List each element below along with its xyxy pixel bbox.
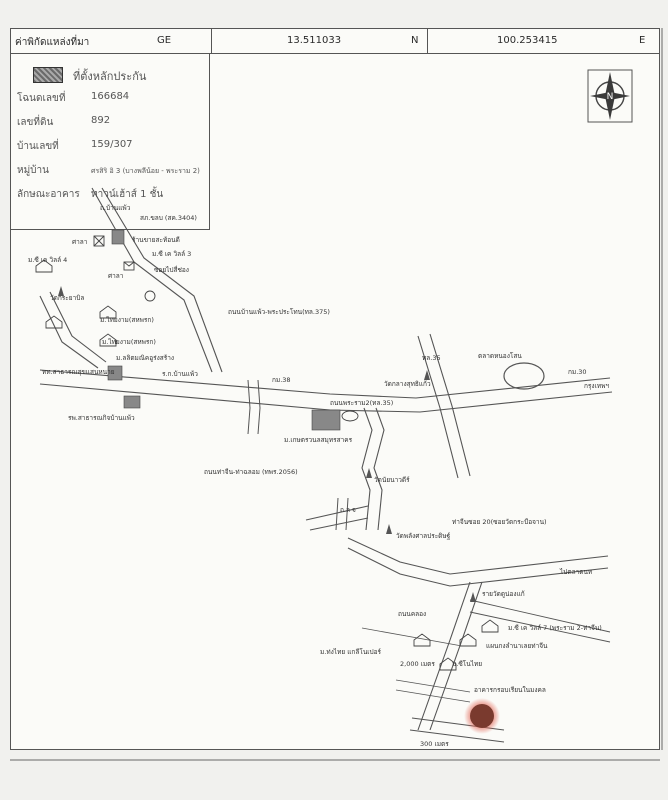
label-temple-mid: วัดกลางสุทธิแก้ว: [384, 380, 431, 388]
label-target: อาคารกรอบเรียนในมงคล: [474, 686, 546, 694]
land-label: เลขที่ดิน: [17, 117, 54, 128]
label-road-top: ถ.บ้านแพ้ว: [100, 204, 131, 212]
legend-label: ที่ตั้งหลักประกัน: [73, 70, 147, 83]
longitude-value: 100.253415: [497, 35, 558, 46]
collateral-location-marker: [470, 704, 494, 728]
longitude-direction: E: [639, 35, 646, 46]
latitude-direction: N: [411, 35, 419, 46]
house-label: บ้านเลขที่: [17, 141, 59, 152]
collateral-legend-swatch: [33, 67, 63, 83]
page-frame: [10, 28, 663, 761]
label-soi20: ท่าจีนซอย 20(ซอยวัดกระบือจาน): [452, 518, 547, 526]
label-to-market: ไปตลาดนท: [559, 568, 592, 576]
property-info-box: ที่ตั้งหลักประกัน โฉนดเลขที่ 166684 เลขท…: [11, 53, 210, 230]
label-village-kc3: ม.ซี เค วิลล์ 3: [152, 250, 191, 258]
label-police: สภ.ขลบ (สค.3404): [140, 214, 197, 222]
coordinate-source-label: ค่าพิกัดแหล่งที่มา: [15, 37, 90, 48]
label-sala: ศาลา: [72, 238, 88, 246]
label-road-connect: ถนนบ้านแพ้ว-พระประโทน(ทล.375): [228, 308, 330, 316]
label-km30: กม.30: [568, 368, 587, 376]
label-dist2: 300 เมตร: [420, 740, 449, 748]
market-oval: [503, 362, 545, 390]
label-temple-b: วัดนัยนาวดีร์: [374, 476, 410, 484]
deed-number: 166684: [91, 91, 130, 102]
label-branch: ร.ก.บ้านแพ้ว: [162, 370, 198, 378]
label-dist1: 2,000 เมตร: [400, 660, 435, 668]
coordinate-row: ค่าพิกัดแหล่งที่มา GE 13.511033 N 100.25…: [11, 29, 659, 54]
label-village-p1: ม.ไทยงาม(สหพรก): [100, 316, 154, 324]
label-sala2: ศาลา: [108, 272, 124, 280]
label-shop: ร้านขายสะท้อนดี: [132, 236, 180, 244]
label-village-kc7: ม.ซี เค วิลล์ 7 (พระราม 2-ท่าจีน): [508, 624, 602, 632]
label-bangkok: กรุงเทพฯ: [584, 382, 609, 390]
building-value: ทาวน์เฮ้าส์ 1 ชั้น: [91, 189, 164, 200]
label-temple-c: วัดพลังศาลประดิษฐ์: [396, 532, 451, 540]
label-village-ki: ม.ซีโนไทย: [452, 660, 482, 668]
label-road-south: ถนนท่าจีน-ท่าฉลอม (ทพร.2056): [204, 468, 298, 476]
label-hospital2: แผนกงลำนาเลยท่าจีน: [486, 642, 548, 650]
latitude-value: 13.511033: [287, 35, 342, 46]
north-arrow-icon: N: [587, 69, 633, 123]
label-temple-left: วัดกระยาบิล: [50, 294, 84, 302]
road-crossings: [247, 379, 349, 531]
label-village-p2: ม.ไทยงาม(สหพรก): [102, 338, 156, 346]
village-label: หมู่บ้าน: [17, 165, 49, 176]
label-village-lee: ม.ท่งไทย แกลีโนเปอร์: [320, 648, 382, 656]
temple-icons: [58, 286, 476, 602]
label-school: รพ.สาธารณกิจบ้านแพ้ว: [68, 414, 135, 422]
land-number: 892: [91, 115, 111, 126]
building-label: ลักษณะอาคาร: [17, 189, 80, 200]
label-road-k: ถ.ล จ: [340, 506, 356, 514]
datum-value: GE: [157, 35, 172, 46]
roads: [39, 187, 613, 743]
label-highway: ทล.35: [422, 354, 441, 362]
misc-icons: [93, 235, 359, 422]
label-road-km: กม.38: [272, 376, 291, 384]
svg-text:N: N: [607, 92, 614, 102]
label-temple-d: รายวัดดูน่องแก้: [482, 590, 525, 598]
label-hospital: ทท.สาธารณสุขแสนหนาย: [42, 368, 115, 376]
deed-label: โฉนดเลขที่: [17, 93, 66, 104]
village-icons: [35, 259, 499, 671]
label-post: ซอยไปสี่ช่อง: [154, 265, 189, 274]
label-road-main: ถนนพระราม2(ทล.35): [330, 399, 393, 407]
label-village-kc4: ม.ซี เค วิลล์ 4: [28, 256, 67, 264]
building-icons: [107, 229, 341, 431]
map-sheet: ค่าพิกัดแหล่งที่มา GE 13.511033 N 100.25…: [10, 28, 660, 750]
label-village-p3: ม.ลลิตมณิคอูร่งสร้าง: [116, 354, 174, 362]
village-value: ศรสิริ อิ 3 (บางพลีน้อย - พระราม 2): [91, 167, 200, 175]
house-number: 159/307: [91, 139, 133, 150]
label-road-canal: ถนนคลอง: [398, 610, 426, 618]
label-estate: ม.เกษตรวนลสมุทรสาคร: [284, 436, 353, 444]
label-market: ตลาดหนองโสน: [478, 352, 522, 360]
